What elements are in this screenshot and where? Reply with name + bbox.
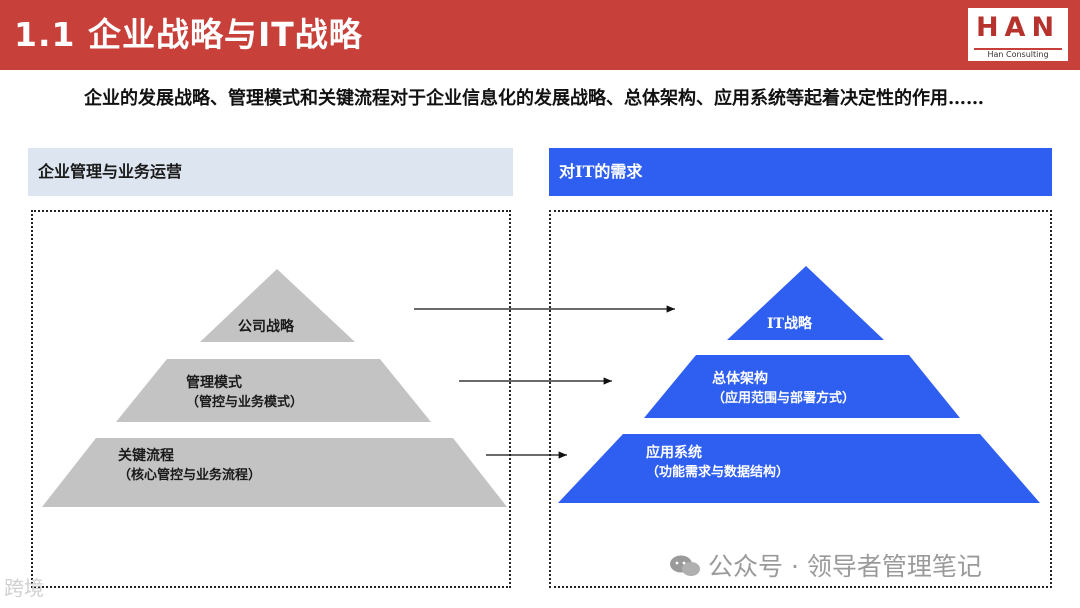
- right-panel-header: 对IT的需求: [549, 148, 1052, 196]
- right-tier-top-label: IT战略: [767, 315, 812, 334]
- right-tier-top: [727, 266, 884, 340]
- left-tier-middle-label: 管理模式 （管控与业务模式）: [186, 374, 303, 412]
- left-tier-top: [200, 269, 355, 342]
- left-tier-middle-title: 管理模式: [186, 375, 242, 391]
- right-tier-bottom-label: 应用系统 （功能需求与数据结构）: [646, 444, 789, 482]
- watermark-text: 公众号 · 领导者管理笔记: [708, 552, 982, 581]
- logo-subtitle: Han Consulting: [987, 50, 1049, 59]
- left-tier-top-title: 公司战略: [238, 319, 294, 335]
- left-tier-middle-sub: （管控与业务模式）: [186, 395, 304, 410]
- right-tier-middle-label: 总体架构 （应用范围与部署方式）: [712, 370, 855, 408]
- logo-rule: [974, 48, 1062, 50]
- left-tier-bottom: [42, 438, 507, 507]
- corner-watermark: 跨境: [4, 576, 44, 600]
- right-tier-bottom-title: 应用系统: [646, 445, 702, 461]
- left-panel-header: 企业管理与业务运营: [28, 148, 513, 196]
- wechat-watermark: 公众号 · 领导者管理笔记: [668, 547, 982, 583]
- right-tier-middle-title: 总体架构: [712, 371, 768, 387]
- left-tier-bottom-title: 关键流程: [118, 448, 174, 464]
- title-bar: 1.1 企业战略与IT战略 HAN Han Consulting: [0, 0, 1080, 70]
- wechat-icon: [670, 555, 700, 576]
- left-tier-middle: [116, 359, 431, 422]
- left-tier-bottom-label: 关键流程 （核心管控与业务流程）: [118, 447, 261, 485]
- right-tier-middle-sub: （应用范围与部署方式）: [712, 391, 856, 406]
- right-tier-bottom: [558, 434, 1040, 503]
- right-tier-top-title: IT战略: [767, 316, 812, 332]
- right-tier-bottom-sub: （功能需求与数据结构）: [646, 465, 790, 480]
- slide-title: 1.1 企业战略与IT战略: [14, 15, 363, 54]
- right-tier-middle: [644, 355, 960, 418]
- left-dotted-frame: [31, 210, 511, 588]
- left-tier-top-label: 公司战略: [238, 318, 294, 337]
- intro-paragraph: 企业的发展战略、管理模式和关键流程对于企业信息化的发展战略、总体架构、应用系统等…: [84, 88, 984, 109]
- left-tier-bottom-sub: （核心管控与业务流程）: [118, 468, 262, 483]
- logo-word: HAN: [975, 12, 1061, 43]
- right-dotted-frame: [549, 210, 1052, 588]
- company-logo: HAN Han Consulting: [968, 8, 1068, 61]
